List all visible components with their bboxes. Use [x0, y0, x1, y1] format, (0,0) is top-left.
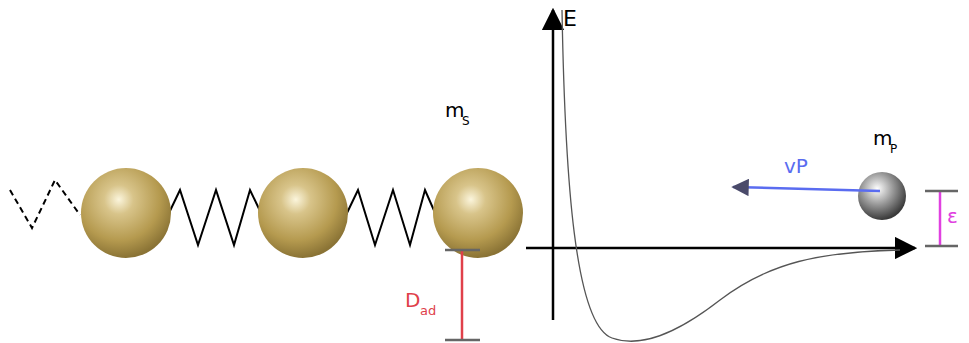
substrate-atom: [81, 168, 171, 258]
potential-curve: [562, 10, 900, 341]
energy-bracket: [925, 191, 958, 246]
mass-subscript: P: [890, 143, 897, 155]
adsorption-depth-bracket: [445, 250, 480, 340]
energy-axis: [552, 10, 555, 320]
spring-dashed: [10, 180, 80, 228]
axis-label: E: [563, 8, 577, 30]
distance-axis: [526, 247, 915, 250]
energy-label: ε: [947, 206, 958, 226]
mass-symbol: m: [873, 128, 892, 148]
spring: [346, 190, 436, 245]
velocity-arrow: [733, 187, 880, 191]
velocity-label: vP: [784, 156, 808, 176]
mass-subscript: S: [462, 115, 470, 127]
spring: [168, 190, 262, 245]
substrate-atom: [433, 168, 523, 258]
depth-symbol: D: [405, 290, 420, 310]
substrate-atom: [258, 168, 348, 258]
mass-symbol: m: [445, 100, 464, 120]
projectile-atom: [858, 172, 906, 220]
depth-subscript: ad: [420, 304, 436, 317]
